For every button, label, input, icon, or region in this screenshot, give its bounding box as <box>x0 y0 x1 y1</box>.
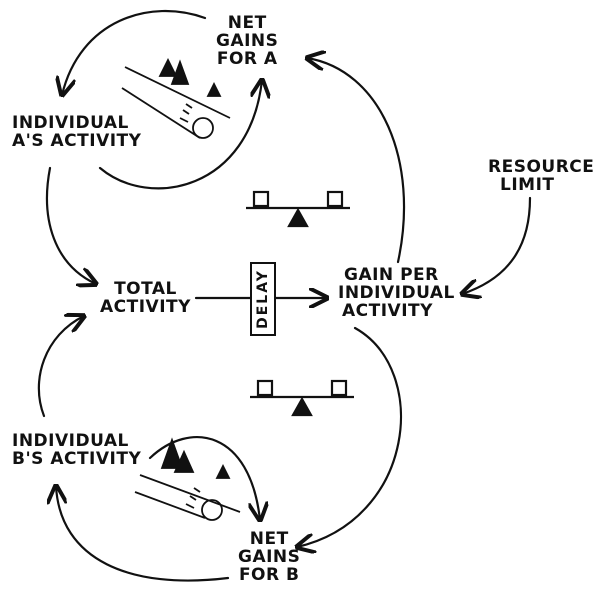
resource-limit-line-1: RESOURCE <box>488 157 595 177</box>
total-activity-label: TOTAL ACTIVITY <box>100 280 191 316</box>
arrow-individual-a-to-total <box>45 166 96 284</box>
net-gains-b-line-3: FOR B <box>238 565 300 585</box>
arrow-individual-b-to-total <box>37 316 84 418</box>
arrow-individual-b-to-gains-b <box>148 436 260 520</box>
net-gains-b-line-2: GAINS <box>238 547 301 567</box>
balance-scale-icon <box>250 379 354 417</box>
net-gains-a-label: NET GAINS FOR A <box>216 14 278 68</box>
individual-b-label: INDIVIDUAL B's ACTIVITY <box>12 432 141 468</box>
arrow-gain-to-gains-a <box>307 58 406 264</box>
individual-a-line-2: A's ACTIVITY <box>12 131 142 151</box>
balance-scale-icon <box>246 190 350 228</box>
net-gains-b-line-1: NET <box>249 529 289 549</box>
resource-limit-label: RESOURCE LIMIT <box>488 158 594 194</box>
delay-box: DELAY <box>250 262 276 336</box>
individual-b-line-2: B's ACTIVITY <box>12 449 142 469</box>
delay-label: DELAY <box>255 269 271 329</box>
individual-a-line-1: INDIVIDUAL <box>12 113 129 133</box>
snowball-icon <box>121 57 231 139</box>
resource-limit-line-2: LIMIT <box>500 175 555 195</box>
gain-per-line-2: INDIVIDUAL <box>338 283 455 303</box>
gain-per-line-3: ACTIVITY <box>342 301 433 321</box>
total-activity-line-2: ACTIVITY <box>100 297 191 317</box>
net-gains-a-line-3: FOR A <box>216 49 278 69</box>
arrow-individual-a-to-gains-a <box>98 80 262 190</box>
net-gains-a-line-2: GAINS <box>216 31 279 51</box>
arrow-gain-to-gains-b <box>297 326 402 547</box>
gain-per-activity-label: GAIN PER INDIVIDUAL ACTIVITY <box>338 266 455 320</box>
gain-per-line-1: GAIN PER <box>344 265 439 285</box>
arrow-gains-a-to-individual-a <box>62 10 207 95</box>
arrow-gains-b-to-individual-b <box>56 486 230 582</box>
individual-a-label: INDIVIDUAL A's ACTIVITY <box>12 114 141 150</box>
individual-b-line-1: INDIVIDUAL <box>12 431 129 451</box>
net-gains-b-label: NET GAINS FOR B <box>238 530 300 584</box>
total-activity-line-1: TOTAL <box>114 279 177 299</box>
snowball-icon <box>134 437 241 521</box>
net-gains-a-line-1: NET <box>227 13 267 33</box>
arrow-resource-to-gain <box>462 196 532 294</box>
